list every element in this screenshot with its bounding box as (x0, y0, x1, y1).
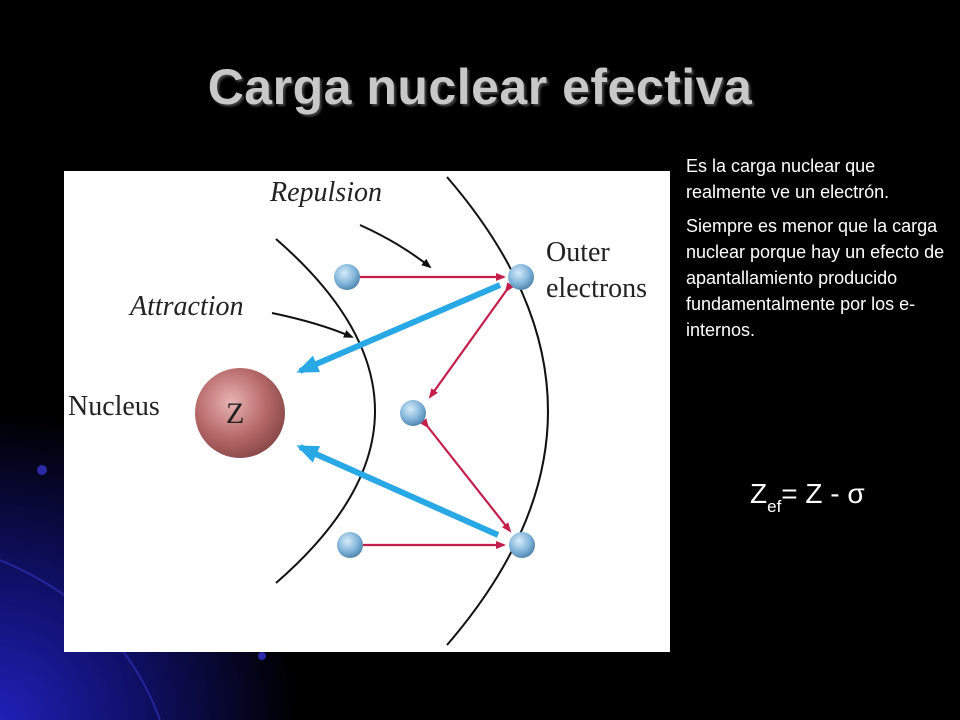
repulsion-arrow (419, 418, 512, 533)
definition-paragraph: Es la carga nuclear que realmente ve un … (686, 156, 890, 202)
nucleus-symbol: Z (226, 397, 245, 430)
shielding-paragraph: Siempre es menor que la carga nuclear po… (686, 216, 945, 340)
inner-electron-bottom (337, 532, 363, 558)
effective-charge-formula: Zef= Z - σ (750, 478, 865, 517)
slide-title: Carga nuclear efectiva (207, 59, 753, 115)
attraction-arrow (296, 444, 500, 538)
repulsion-label: Repulsion (270, 177, 382, 208)
nucleus-label: Nucleus (68, 391, 160, 422)
outer-electron-bottom (509, 532, 535, 558)
attraction-arrow (296, 282, 502, 374)
inner-electron-top (334, 264, 360, 290)
decor-dot (37, 465, 47, 475)
inner-orbit (275, 238, 376, 584)
outer-orbit (446, 176, 549, 646)
formula-subscript: ef (767, 497, 782, 516)
formula-rhs: = Z - σ (781, 478, 865, 509)
shielding-diagram: Repulsion Attraction Nucleus Z Outer ele… (64, 171, 670, 652)
explanation-text: Es la carga nuclear que realmente ve un … (686, 153, 948, 351)
attraction-pointer (271, 312, 354, 338)
outer-electrons-label-line2: electrons (546, 273, 648, 304)
outer-electrons-label-line1: Outer (546, 237, 610, 268)
inner-electron-middle (400, 400, 426, 426)
diagram-graphics (195, 176, 549, 646)
outer-electron-top (508, 264, 534, 290)
nucleus-sphere (195, 368, 285, 458)
repulsion-arrow (428, 282, 514, 399)
decor-dot (258, 652, 266, 660)
repulsion-pointer (359, 224, 432, 269)
attraction-label: Attraction (130, 291, 244, 322)
formula-symbol: Z (750, 478, 768, 509)
